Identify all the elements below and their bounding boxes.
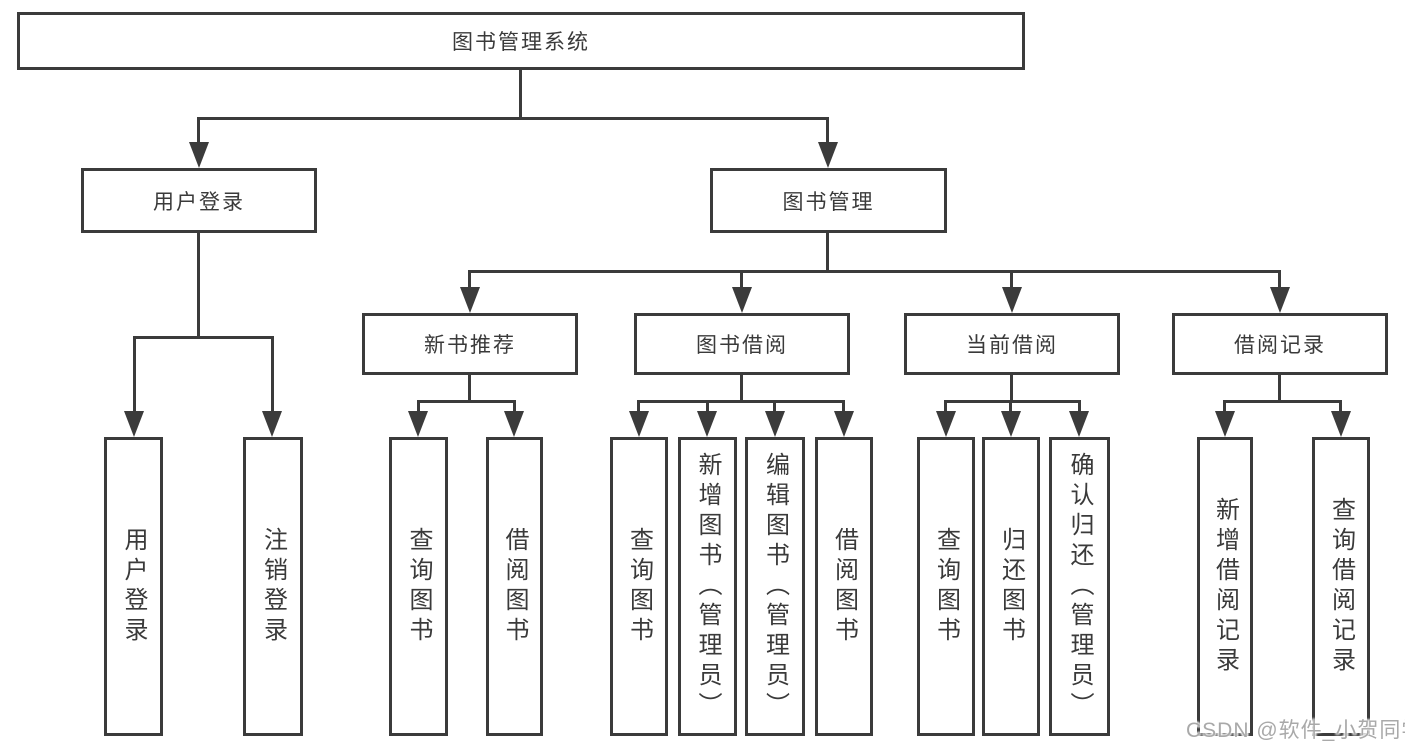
node-new-book-recommend: 新书推荐 <box>362 313 578 375</box>
node-book-borrowing: 图书借阅 <box>634 313 850 375</box>
leaf-recommend-query-books: 查询图书 <box>389 437 448 736</box>
leaf-confirm-return-admin: 确认归还（管理员） <box>1049 437 1110 736</box>
leaf-add-borrow-record: 新增借阅记录 <box>1197 437 1253 736</box>
connector-line <box>944 400 1080 403</box>
connector-line <box>1223 400 1226 414</box>
csdn-watermark: CSDN @软件_小贺同学 <box>1186 719 1405 742</box>
connector-line <box>773 400 776 414</box>
arrow-down-icon <box>1002 287 1022 313</box>
node-library-management-system: 图书管理系统 <box>17 12 1025 70</box>
arrow-down-icon <box>1270 287 1290 313</box>
connector-line <box>271 336 274 413</box>
arrow-down-icon <box>629 411 649 437</box>
arrow-down-icon <box>262 411 282 437</box>
arrow-down-icon <box>1331 411 1351 437</box>
arrow-down-icon <box>124 411 144 437</box>
connector-line <box>740 270 743 289</box>
connector-line <box>519 69 522 119</box>
arrow-down-icon <box>732 287 752 313</box>
leaf-logout: 注销登录 <box>243 437 303 736</box>
connector-line <box>197 233 200 339</box>
leaf-user-login: 用户登录 <box>104 437 163 736</box>
leaf-query-borrow-record: 查询借阅记录 <box>1312 437 1370 736</box>
connector-line <box>740 375 743 402</box>
arrow-down-icon <box>834 411 854 437</box>
leaf-recommend-borrow-books: 借阅图书 <box>486 437 543 736</box>
leaf-current-query-books: 查询图书 <box>917 437 975 736</box>
arrow-down-icon <box>460 287 480 313</box>
connector-line <box>197 117 200 145</box>
node-current-borrowing: 当前借阅 <box>904 313 1120 375</box>
leaf-add-books-admin: 新增图书（管理员） <box>678 437 737 736</box>
node-user-login: 用户登录 <box>81 168 317 233</box>
leaf-borrowing-borrow-books: 借阅图书 <box>815 437 873 736</box>
arrow-down-icon <box>408 411 428 437</box>
connector-line <box>417 400 516 403</box>
connector-line <box>1010 375 1013 402</box>
connector-line <box>944 400 947 414</box>
connector-line <box>637 400 844 403</box>
connector-line <box>1009 400 1012 414</box>
leaf-return-books: 归还图书 <box>982 437 1040 736</box>
connector-line <box>1339 400 1342 414</box>
connector-line <box>1010 270 1013 289</box>
connector-line <box>826 233 829 271</box>
connector-line <box>199 117 829 120</box>
connector-line <box>1278 375 1281 402</box>
connector-line <box>468 375 471 402</box>
arrow-down-icon <box>189 142 209 168</box>
connector-line <box>1078 400 1081 414</box>
node-borrowing-records: 借阅记录 <box>1172 313 1388 375</box>
connector-line <box>468 270 1280 273</box>
leaf-edit-books-admin: 编辑图书（管理员） <box>745 437 805 736</box>
connector-line <box>1278 270 1281 289</box>
arrow-down-icon <box>1069 411 1089 437</box>
arrow-down-icon <box>1001 411 1021 437</box>
arrow-down-icon <box>765 411 785 437</box>
leaf-borrowing-query-books: 查询图书 <box>610 437 668 736</box>
connector-line <box>842 400 845 414</box>
connector-line <box>133 336 136 413</box>
connector-line <box>706 400 709 414</box>
connector-line <box>826 117 829 145</box>
connector-line <box>133 336 274 339</box>
connector-line <box>637 400 640 414</box>
arrow-down-icon <box>1215 411 1235 437</box>
connector-line <box>513 400 516 414</box>
connector-line <box>1223 400 1342 403</box>
connector-line <box>468 270 471 289</box>
connector-line <box>417 400 420 414</box>
arrow-down-icon <box>818 142 838 168</box>
arrow-down-icon <box>936 411 956 437</box>
arrow-down-icon <box>504 411 524 437</box>
arrow-down-icon <box>697 411 717 437</box>
node-book-management: 图书管理 <box>710 168 947 233</box>
